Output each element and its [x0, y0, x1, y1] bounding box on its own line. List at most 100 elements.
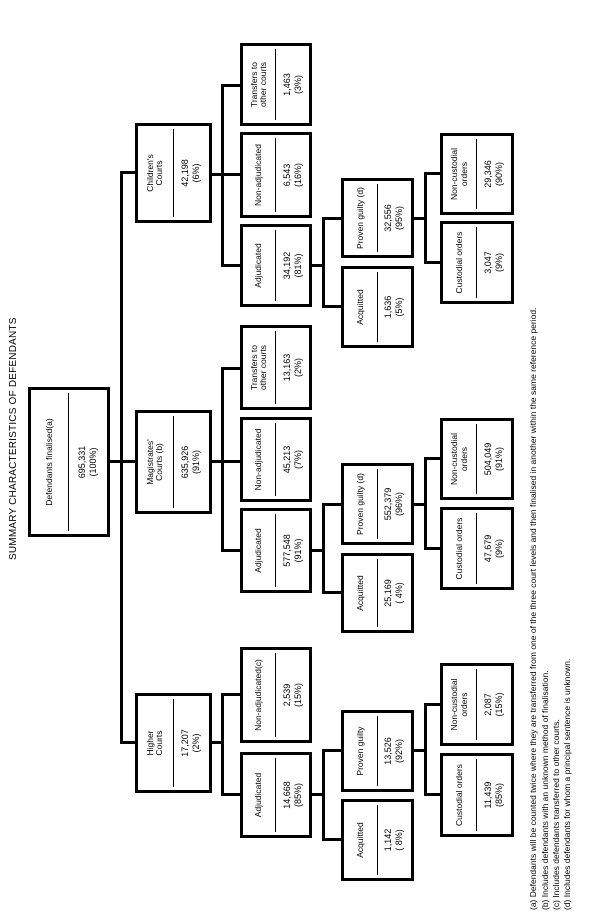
node-percent: (6%): [191, 163, 202, 183]
node-percent: (81%): [292, 253, 303, 278]
node-percent: (2%): [292, 358, 303, 378]
node-higher-non-custodial-orders: Non-custodial orders 2,087 (15%): [440, 663, 514, 746]
footnote-c: (c) Includes defendants transferred to o…: [551, 719, 561, 910]
node-percent: (5%): [394, 297, 405, 317]
node-childrens-custodial-orders: Custodial orders 3,047 (9%): [440, 221, 514, 304]
node-higher-adjudicated: Adjudicated 14,668 (85%): [240, 752, 312, 838]
node-label: Proven guilty (d): [354, 187, 365, 249]
node-childrens-non-custodial-orders: Non-custodial orders 29,346 (90%): [440, 133, 514, 215]
node-value: 14,668: [281, 781, 292, 809]
node-percent: (9%): [494, 539, 505, 559]
node-value: 1,636: [383, 295, 394, 319]
connector-line: [322, 749, 325, 841]
connector-line: [424, 793, 440, 796]
node-percent: (3%): [292, 75, 303, 95]
connector-line: [424, 547, 440, 550]
node-value-group: 11,439 (85%): [477, 756, 511, 834]
node-label: Acquitted: [354, 822, 365, 858]
node-value: 3,047: [483, 251, 494, 274]
node-childrens-proven-guilty: Proven guilty (d) 32,556 (95%): [341, 178, 414, 258]
connector-line: [221, 367, 240, 370]
connector-line: [424, 458, 427, 550]
node-childrens-adjudicated: Adjudicated 34,192 (81%): [240, 224, 312, 307]
node-label: Children's Courts: [144, 154, 165, 192]
node-childrens-acquitted: Acquitted 1,636 (5%): [341, 266, 414, 348]
node-magistrates-transfers: Transfers to other courts 13,163 (2%): [240, 325, 312, 410]
node-value: 45,213: [281, 445, 292, 474]
node-childrens-transfers: Transfers to other courts 1,463 (3%): [240, 43, 312, 126]
connector-line: [322, 503, 325, 594]
node-value-group: 34,192 (81%): [276, 227, 309, 304]
node-label: Proven guilty: [354, 726, 365, 776]
connector-line: [322, 217, 341, 220]
node-percent: (92%): [394, 739, 405, 764]
node-value: 32,556: [383, 204, 394, 232]
node-value: 25,169: [383, 579, 394, 607]
node-value: 695,331: [77, 445, 88, 479]
node-percent: (91%): [292, 538, 303, 563]
node-label: Adjudicated: [253, 243, 264, 288]
node-value: 6,543: [281, 163, 292, 187]
node-value-group: 1,636 (5%): [378, 269, 411, 345]
chart-title: SUMMARY CHARACTERISTICS OF DEFENDANTS: [8, 317, 19, 560]
node-value-group: 13,163 (2%): [276, 328, 309, 407]
node-value-group: 504,049 (91%): [477, 421, 511, 497]
node-label: Transfers to other courts: [248, 61, 269, 108]
node-percent: (9%): [494, 253, 505, 273]
node-value-group: 635,926 (91%): [174, 413, 209, 511]
node-value: 635,926: [180, 445, 191, 479]
node-percent: (91%): [191, 450, 202, 475]
node-higher-courts: Higher Courts 17,207 (2%): [135, 693, 212, 793]
node-value-group: 2,087 (15%): [477, 666, 511, 743]
node-label: Adjudicated: [253, 528, 264, 573]
node-label: Acquitted: [354, 575, 365, 611]
node-value: 34,192: [281, 251, 292, 280]
node-percent: (7%): [292, 450, 303, 470]
node-value: 47,679: [483, 534, 494, 563]
node-percent: (90%): [494, 162, 505, 187]
connector-line: [221, 793, 240, 796]
node-value-group: 25,169 ( 4%): [378, 556, 411, 630]
node-value: 2,087: [483, 693, 494, 716]
connector-line: [221, 84, 240, 87]
connector-line: [322, 217, 325, 308]
node-percent: (2%): [191, 733, 202, 753]
node-percent: (85%): [292, 783, 303, 808]
node-label: Non-custodial orders: [449, 148, 469, 200]
connector-line: [424, 703, 427, 796]
node-value: 552,379: [383, 487, 394, 521]
node-value-group: 13,526 (92%): [378, 713, 411, 789]
footnote-a: (a) Defendants will be counted twice whe…: [528, 307, 538, 910]
node-value: 1,463: [281, 73, 292, 96]
connector-line: [424, 261, 440, 264]
connector-line: [424, 172, 427, 264]
node-magistrates-custodial-orders: Custodial orders 47,679 (9%): [440, 507, 514, 590]
node-value-group: 2,539 (15%): [276, 650, 309, 740]
footnote-b: (b) Includes defendants with an unknown …: [540, 670, 550, 910]
connector-line: [424, 172, 440, 175]
node-label: Non-adjudicated(c): [253, 659, 264, 731]
node-label: Custodial orders: [453, 764, 464, 826]
node-value-group: 3,047 (9%): [477, 224, 511, 301]
node-value-group: 47,679 (9%): [477, 510, 511, 587]
node-value-group: 695,331 (100%): [69, 390, 107, 534]
connector-line: [322, 838, 341, 841]
node-label: Defendants finalised(a): [43, 418, 54, 506]
connector-line: [221, 693, 240, 696]
node-percent: ( 8%): [394, 829, 405, 851]
node-magistrates-non-custodial-orders: Non-custodial orders 504,049 (91%): [440, 418, 514, 500]
node-magistrates-courts: Magistrates' Courts (b) 635,926 (91%): [135, 410, 212, 514]
connector-line: [221, 84, 224, 267]
node-magistrates-adjudicated: Adjudicated 577,548 (91%): [240, 508, 312, 593]
node-percent: ( 4%): [394, 582, 405, 604]
node-value-group: 6,543 (16%): [276, 135, 309, 215]
node-percent: (16%): [292, 163, 303, 188]
node-childrens-courts: Children's Courts 42,198 (6%): [135, 123, 212, 223]
node-higher-non-adjudicated: Non-adjudicated(c) 2,539 (15%): [240, 647, 312, 743]
connector-line: [322, 591, 341, 594]
node-label: Proven guilty (d): [354, 473, 365, 535]
node-label: Transfers to other courts: [248, 344, 269, 391]
footnote-d: (d) Includes defendants for whom a princ…: [562, 658, 572, 910]
